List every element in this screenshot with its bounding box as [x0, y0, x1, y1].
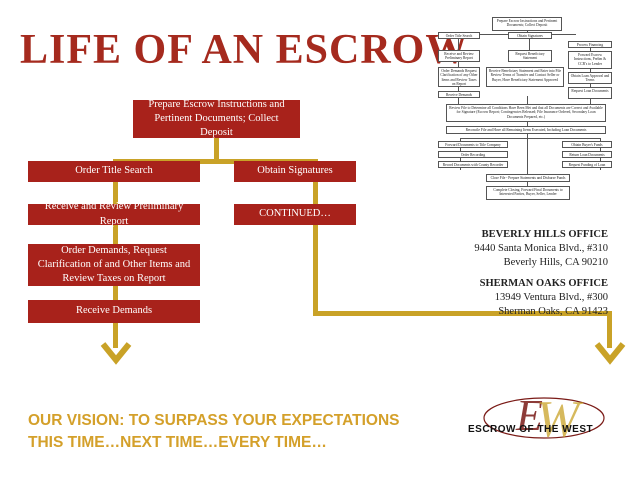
mini-review-file: Review File to Determine all Conditions … [446, 104, 606, 122]
connector-prepare-down [214, 137, 219, 163]
connector-left-4 [113, 322, 118, 348]
mini-forward-docs: Forward Documents to Title Company [438, 141, 508, 148]
mini-order-demands: Order Demands Request Clarification of a… [438, 67, 480, 87]
mini-request-bene: Request Beneficiary Statement [508, 50, 552, 62]
mini-receive-demands: Receive Demands [438, 91, 480, 98]
connector-right-2 [313, 222, 318, 315]
obtain-signatures-box: Obtain Signatures [234, 161, 356, 182]
mini-complete-closing: Complete Closing, Forward Final Document… [486, 186, 570, 200]
mini-order-recording: Order Recording [438, 151, 508, 158]
connector-left-3 [113, 285, 118, 300]
mini-top: Prepare Escrow Instructions and Pertinen… [492, 17, 562, 31]
connector-right-down [607, 311, 612, 348]
mini-process-financing: Process Financing [568, 41, 612, 48]
mini-forward-lender: Forward Escrow Instructions, Prelim & CC… [568, 51, 612, 69]
connector-horizontal-split [113, 159, 317, 164]
office-address-line2: Sherman Oaks, CA 91423 [498, 306, 608, 318]
office-address-line1: 13949 Ventura Blvd., #300 [494, 292, 608, 304]
receive-demands-box: Receive Demands [28, 300, 200, 323]
mini-close-file: Close File - Prepare Statements and Disb… [486, 174, 570, 182]
escrow-of-the-west-logo: E W [483, 391, 605, 448]
vision-statement: OUR VISION: TO SURPASS YOUR EXPECTATIONS… [28, 410, 399, 455]
mini-receive-bene: Receive Beneficiary Statement and Enter … [486, 67, 564, 87]
mini-line [529, 34, 530, 52]
mini-line [527, 96, 528, 188]
connector-left-1 [113, 181, 118, 206]
mini-request-funding: Request Funding of Loan [562, 161, 612, 168]
connector-left-2 [113, 222, 118, 247]
prepare-instructions-box: Prepare Escrow Instructions and Pertinen… [133, 99, 300, 138]
office-sherman-oaks: SHERMAN OAKS OFFICE 13949 Ventura Blvd.,… [480, 277, 608, 320]
mini-order-title: Order Title Search [438, 32, 480, 39]
receive-review-report-box: Receive and Review Preliminary Report [28, 201, 200, 227]
arrow-down-right-icon [594, 342, 626, 365]
order-demands-box: Order Demands, Request Clarification of … [28, 244, 200, 286]
vision-line-1: OUR VISION: TO SURPASS YOUR EXPECTATIONS [28, 412, 400, 429]
mini-reconcile: Reconcile File and Have all Remaining It… [446, 126, 606, 134]
mini-receive-review: Receive and Review Preliminary Report [438, 50, 480, 62]
office-beverly-hills: BEVERLY HILLS OFFICE 9440 Santa Monica B… [474, 228, 608, 271]
office-name: SHERMAN OAKS OFFICE [479, 278, 608, 289]
connector-right-1 [313, 181, 318, 206]
office-name: BEVERLY HILLS OFFICE [481, 229, 608, 240]
logo-text: ESCROW OF THE WEST [468, 424, 594, 435]
connector-right-horizontal [313, 311, 611, 316]
office-address-line1: 9440 Santa Monica Blvd., #310 [474, 243, 608, 255]
mini-request-loan-docs: Request Loan Documents [568, 87, 612, 99]
continued-box: CONTINUED… [234, 204, 356, 225]
vision-line-2: THIS TIME…NEXT TIME…EVERY TIME… [28, 434, 327, 452]
arrow-down-left-icon [100, 342, 132, 365]
mini-obtain-sig: Obtain Signatures [508, 32, 552, 39]
mini-return-loan-docs: Return Loan Documents [562, 151, 612, 158]
office-address-line2: Beverly Hills, CA 90210 [503, 257, 608, 269]
mini-record-docs: Record Documents with County Recorder [438, 161, 508, 168]
page-title: LIFE OF AN ESCROW [20, 27, 469, 73]
order-title-search-box: Order Title Search [28, 161, 200, 182]
svg-text:W: W [536, 391, 584, 448]
mini-obtain-loan: Obtain Loan Approval and Terms [568, 72, 612, 84]
mini-obtain-buyer-funds: Obtain Buyer's Funds [562, 141, 612, 148]
svg-text:E: E [515, 391, 543, 440]
mini-line [460, 138, 600, 139]
